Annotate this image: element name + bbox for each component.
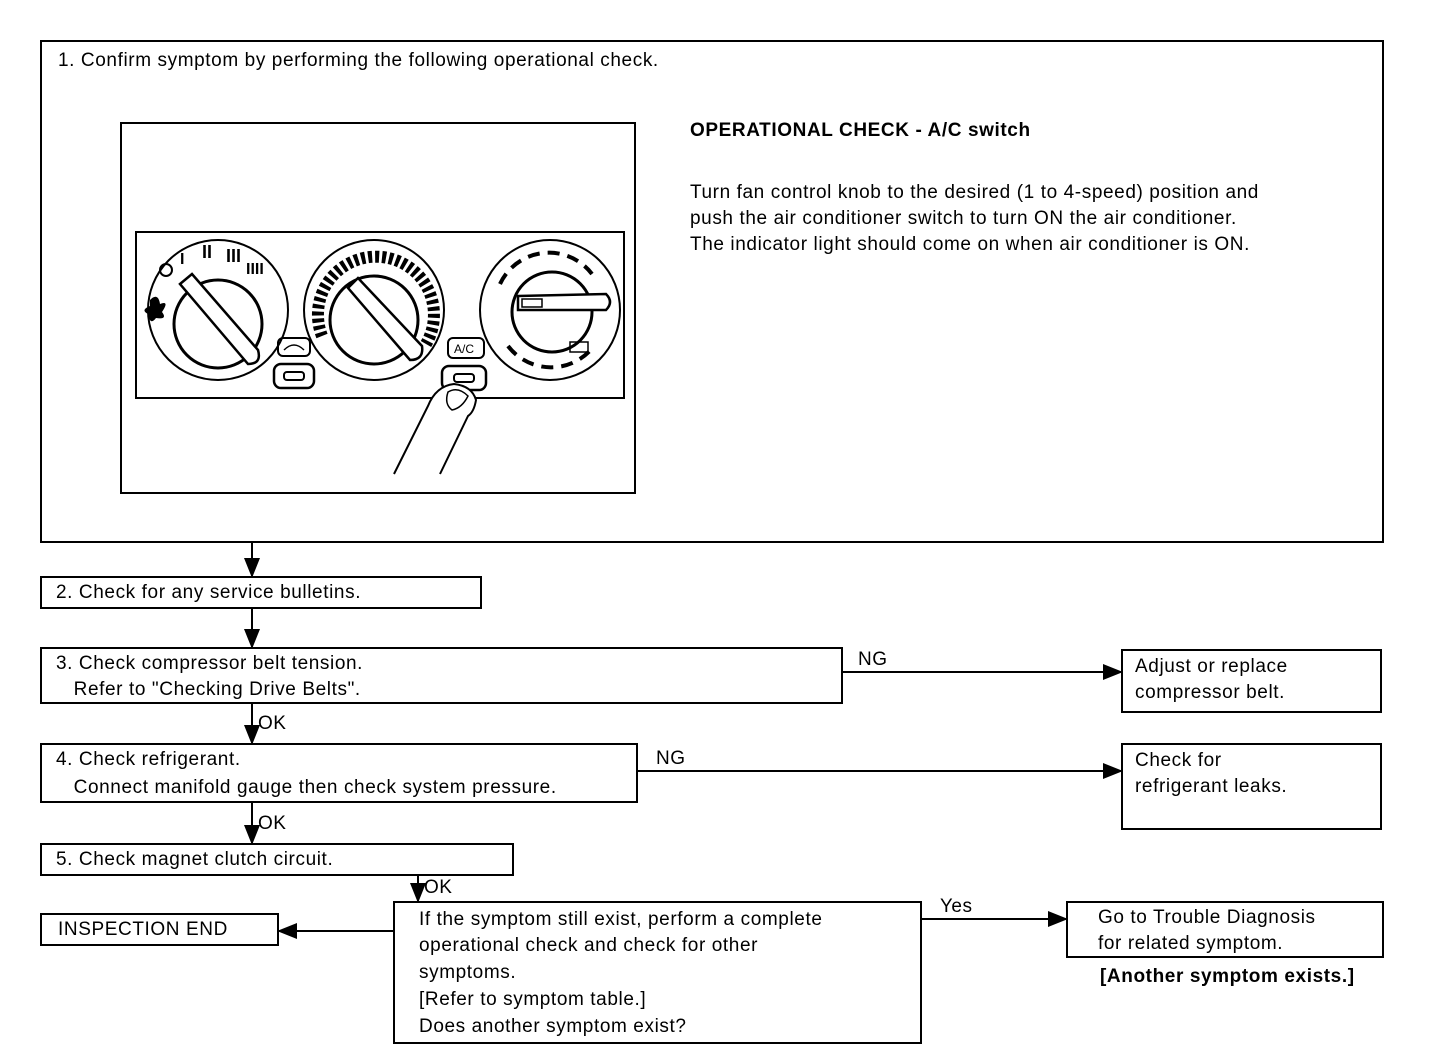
step4-ng-label: NG	[656, 748, 686, 769]
mode-control-knob	[479, 239, 621, 381]
step1-box: 1. Confirm symptom by performing the fol…	[40, 40, 1384, 543]
question-line-4: [Refer to symptom table.]	[419, 989, 647, 1010]
another-symptom-note: [Another symptom exists.]	[1100, 966, 1355, 987]
question-line-3: symptoms.	[419, 962, 517, 983]
operational-check-line-1: Turn fan control knob to the desired (1 …	[690, 182, 1259, 203]
step4-ok-label: OK	[258, 813, 287, 834]
defrost-icon	[569, 341, 589, 353]
trouble-diagnosis-line-2: for related symptom.	[1098, 933, 1284, 954]
step5-ok-label: OK	[424, 877, 453, 898]
trouble-diagnosis-box: Go to Trouble Diagnosis for related symp…	[1066, 901, 1384, 958]
step4-line-2: Connect manifold gauge then check system…	[56, 777, 557, 798]
control-panel-illustration: I II III IIII	[120, 122, 636, 494]
question-box: If the symptom still exist, perform a co…	[393, 901, 922, 1044]
step1-text: 1. Confirm symptom by performing the fol…	[58, 50, 659, 71]
step5-text: 5. Check magnet clutch circuit.	[56, 849, 334, 870]
step4-box: 4. Check refrigerant. Connect manifold g…	[40, 743, 638, 803]
ac-control-panel: I II III IIII	[135, 231, 625, 475]
step3-ng-label: NG	[858, 649, 888, 670]
step3-box: 3. Check compressor belt tension. Refer …	[40, 647, 843, 704]
question-line-5: Does another symptom exist?	[419, 1016, 687, 1037]
finger-pressing-icon	[393, 382, 478, 475]
step4-ng-result-line-2: refrigerant leaks.	[1135, 776, 1288, 797]
question-line-2: operational check and check for other	[419, 935, 759, 956]
fan-speed-4-mark: IIII	[246, 261, 264, 278]
step2-text: 2. Check for any service bulletins.	[56, 582, 362, 603]
fan-icon	[144, 296, 166, 322]
ac-switch-label: A/C	[454, 342, 474, 356]
step3-ng-result-box: Adjust or replace compressor belt.	[1121, 649, 1382, 713]
step3-ng-result-line-1: Adjust or replace	[1135, 656, 1288, 677]
step3-line-1: 3. Check compressor belt tension.	[56, 653, 364, 674]
fan-speed-2-mark: II	[202, 242, 212, 262]
trouble-diagnosis-line-1: Go to Trouble Diagnosis	[1098, 907, 1316, 928]
step4-ng-result-box: Check for refrigerant leaks.	[1121, 743, 1382, 830]
step3-line-2: Refer to "Checking Drive Belts".	[56, 679, 361, 700]
question-yes-label: Yes	[940, 896, 973, 917]
operational-check-title: OPERATIONAL CHECK - A/C switch	[690, 120, 1031, 141]
inspection-end-text: INSPECTION END	[58, 919, 228, 940]
inspection-end-box: INSPECTION END	[40, 913, 279, 946]
temperature-control-knob	[303, 239, 445, 381]
fan-speed-3-mark: III	[226, 246, 241, 266]
ac-switch-button: A/C	[440, 337, 488, 392]
step5-box: 5. Check magnet clutch circuit.	[40, 843, 514, 876]
step2-box: 2. Check for any service bulletins.	[40, 576, 482, 609]
question-line-1: If the symptom still exist, perform a co…	[419, 909, 823, 930]
step4-ng-result-line-1: Check for	[1135, 750, 1222, 771]
operational-check-line-3: The indicator light should come on when …	[690, 234, 1250, 255]
step3-ng-result-line-2: compressor belt.	[1135, 682, 1286, 703]
step4-line-1: 4. Check refrigerant.	[56, 749, 241, 770]
operational-check-line-2: push the air conditioner switch to turn …	[690, 208, 1237, 229]
fan-control-knob: I II III IIII	[144, 239, 289, 381]
fan-speed-1-mark: I	[180, 251, 184, 268]
recirculation-button	[272, 337, 316, 390]
step3-ok-label: OK	[258, 713, 287, 734]
